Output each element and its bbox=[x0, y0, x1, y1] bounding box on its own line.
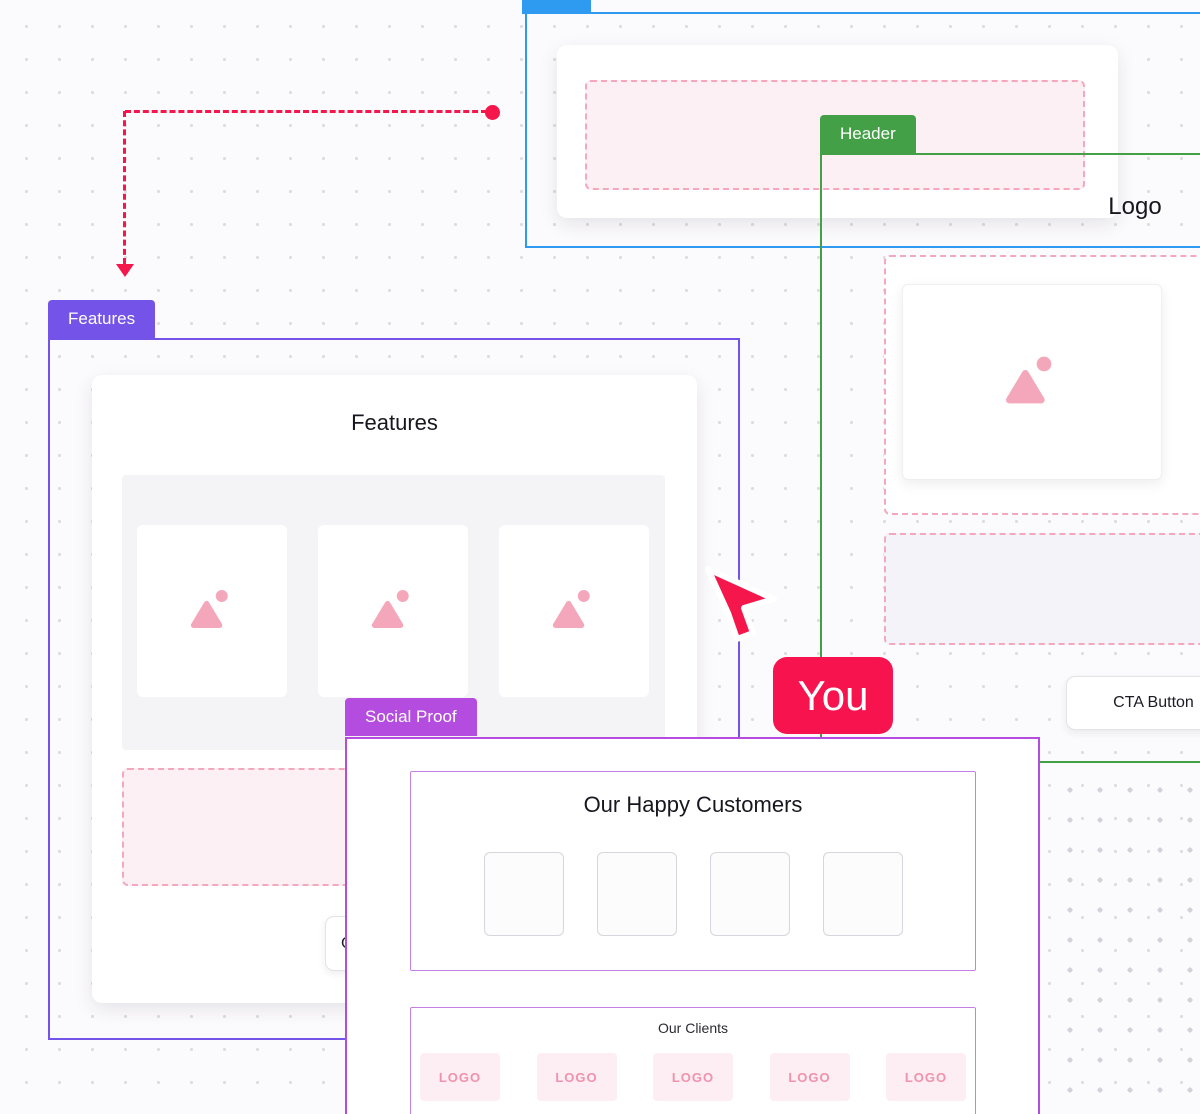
clients-row: LOGO LOGO LOGO LOGO LOGO bbox=[420, 1053, 966, 1101]
clients-title: Our Clients bbox=[657, 1020, 729, 1036]
features-tag-label: Features bbox=[68, 309, 136, 328]
arrow-line-vertical bbox=[123, 111, 126, 264]
collaborator-cursor-icon bbox=[700, 563, 786, 655]
customer-placeholder bbox=[709, 852, 790, 936]
arrow-line-horizontal bbox=[125, 110, 487, 113]
logo-image-placeholder bbox=[902, 284, 1162, 480]
header-cta-button[interactable]: CTA Button bbox=[1066, 676, 1200, 730]
client-logo-placeholder: LOGO bbox=[420, 1053, 500, 1101]
client-logo-placeholder: LOGO bbox=[653, 1053, 733, 1101]
cursor-name: You bbox=[797, 671, 869, 719]
arrow-head-icon bbox=[116, 264, 134, 277]
customer-placeholder bbox=[596, 852, 677, 936]
client-logo-placeholder: LOGO bbox=[769, 1053, 850, 1101]
client-logo-placeholder: LOGO bbox=[536, 1053, 617, 1101]
collaborator-cursor-label: You bbox=[773, 657, 893, 734]
slot-section-tag[interactable]: Slot bbox=[522, 0, 592, 14]
feature-item-placeholder bbox=[499, 525, 649, 697]
client-logo-label: LOGO bbox=[555, 1069, 598, 1085]
header-tag-label: Header bbox=[840, 124, 896, 143]
customer-placeholder bbox=[483, 852, 564, 936]
arrow-origin-dot bbox=[485, 105, 500, 120]
customers-row bbox=[410, 852, 976, 936]
client-logo-label: LOGO bbox=[788, 1069, 831, 1085]
header-nav-placeholder bbox=[884, 533, 1200, 645]
image-placeholder-icon bbox=[186, 587, 238, 636]
customers-title: Our Happy Customers bbox=[583, 792, 803, 817]
social-proof-tag-label: Social Proof bbox=[365, 707, 457, 726]
client-logo-label: LOGO bbox=[438, 1069, 482, 1085]
client-logo-label: LOGO bbox=[671, 1069, 715, 1085]
dot-grid-accent bbox=[1055, 775, 1200, 1114]
customer-placeholder bbox=[822, 852, 903, 936]
features-title: Features bbox=[351, 410, 438, 435]
image-placeholder-icon bbox=[548, 587, 600, 636]
features-section-tag[interactable]: Features bbox=[48, 300, 156, 338]
slot-placeholder bbox=[585, 80, 1085, 190]
header-section-tag[interactable]: Header bbox=[820, 115, 916, 153]
feature-item-placeholder bbox=[137, 525, 287, 697]
client-logo-label: LOGO bbox=[904, 1069, 948, 1085]
image-placeholder-icon bbox=[367, 587, 419, 636]
client-logo-placeholder: LOGO bbox=[886, 1053, 966, 1101]
slot-tag-label: Slot bbox=[542, 0, 571, 5]
slot-section-outline[interactable] bbox=[525, 12, 1200, 248]
image-placeholder-icon bbox=[1000, 353, 1064, 412]
header-logo-title: Logo bbox=[1108, 193, 1162, 220]
social-proof-section-tag[interactable]: Social Proof bbox=[345, 698, 477, 736]
header-cta-label: CTA Button bbox=[1113, 694, 1194, 711]
feature-item-placeholder bbox=[318, 525, 468, 697]
